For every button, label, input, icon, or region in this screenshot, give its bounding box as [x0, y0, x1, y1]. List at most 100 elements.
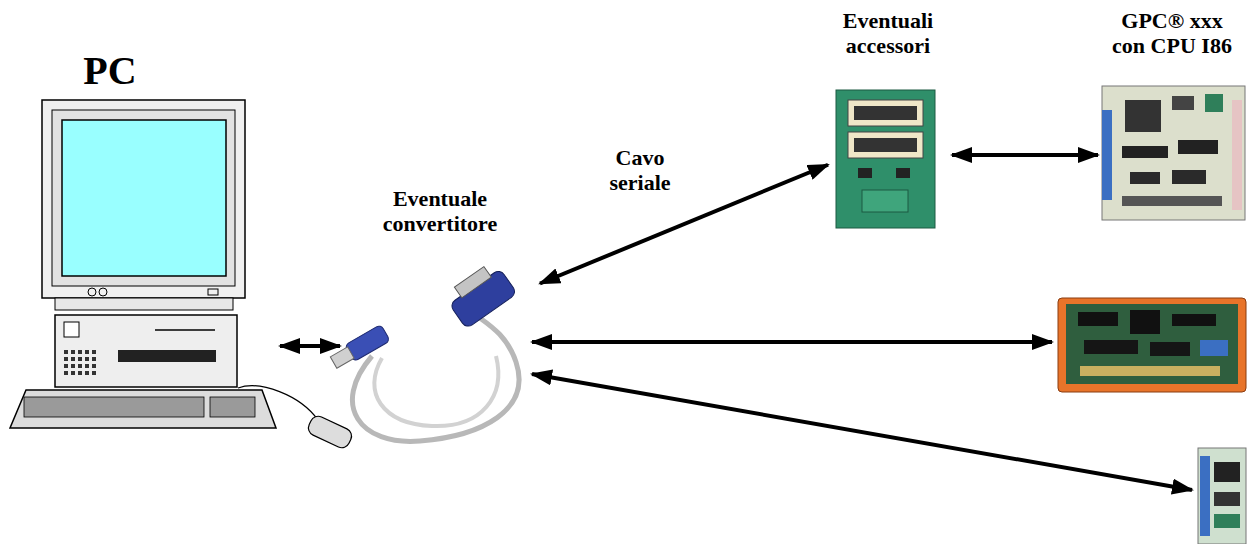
- gpc-board-small: [1198, 448, 1246, 544]
- gpc-board-part: [1122, 146, 1168, 158]
- pc-computer-part-part: [85, 364, 89, 368]
- pc-computer-part: [88, 288, 96, 296]
- pc-computer-part-part: [85, 371, 89, 375]
- serial-link-arrow: [532, 342, 1192, 490]
- gpc-board-part: [1125, 100, 1161, 132]
- pc-computer-part-part: [64, 371, 68, 375]
- pc-computer-part-part: [78, 364, 82, 368]
- gpc-board-alt-part: [1150, 342, 1190, 356]
- pc-computer-part-part: [78, 350, 82, 354]
- pc-computer-part: [55, 298, 233, 310]
- pc-node: PC: [8, 48, 280, 436]
- pc-computer-part-part: [92, 364, 96, 368]
- gpc-board-part: [1178, 140, 1218, 154]
- pc-computer-part-part: [71, 364, 75, 368]
- pc-computer-part: [42, 100, 245, 298]
- node-heading: PC: [70, 48, 150, 94]
- heading-text: GPC® xxx con CPU I86: [1104, 8, 1240, 59]
- accessory-board-part: [896, 168, 910, 178]
- gpc-board-alt-part: [1084, 340, 1138, 354]
- serial-link-arrow-part: [532, 374, 1192, 490]
- pc-computer-part-part: [92, 357, 96, 361]
- pc-computer: [10, 100, 354, 450]
- pc-computer-part-part: [71, 350, 75, 354]
- gpc-board-small-part: [1214, 462, 1240, 482]
- accessory-node: Eventuali accessori: [828, 6, 952, 232]
- pc-computer-part: [10, 390, 276, 428]
- gpc-board-alt-part: [1200, 340, 1228, 356]
- gpc-board-small-part: [1200, 456, 1210, 536]
- pc-computer-part: [99, 288, 107, 296]
- pc-computer-part: [306, 414, 354, 451]
- gpc-board-alt-part: [1172, 314, 1216, 326]
- gpc-board-part: [1122, 196, 1222, 206]
- serial-link-arrow-part: [532, 340, 1052, 344]
- link-label: Cavo seriale: [597, 144, 683, 197]
- gpc-board-part: [1205, 94, 1223, 112]
- pc-computer-part: [55, 315, 237, 387]
- usb-serial-converter-part: [374, 356, 498, 426]
- node-heading: GPC® xxx con CPU I86: [1104, 8, 1240, 59]
- heading-text: Eventuali accessori: [828, 8, 948, 59]
- usb-serial-converter-part: [443, 260, 517, 329]
- pc-computer-part-part: [306, 414, 354, 451]
- usb-serial-converter-part-part: [454, 267, 491, 298]
- pc-computer-part: [210, 397, 255, 417]
- serial-link-arrow: [540, 165, 828, 284]
- pc-computer-part-part: [78, 357, 82, 361]
- pc-computer-part: [208, 289, 218, 295]
- accessory-board: [836, 90, 935, 228]
- pc-computer-part-part: [92, 371, 96, 375]
- gpc-board-alt: [1058, 298, 1246, 392]
- accessory-board-part: [848, 132, 923, 158]
- pc-computer-part: [155, 329, 215, 331]
- gpc-board-small-part: [1214, 492, 1240, 506]
- pc-computer-part: [238, 386, 318, 420]
- accessory-board-part: [848, 100, 923, 126]
- gpc-board-alt-part: [1080, 366, 1220, 376]
- gpc-board-alt-part: [1066, 304, 1238, 384]
- pc-computer-part-part: [64, 357, 68, 361]
- gpc-board-part: [1102, 86, 1245, 220]
- node-heading: Eventuali accessori: [828, 8, 948, 59]
- converter-node: Eventuale convertitore: [340, 182, 540, 444]
- accessory-board-part: [858, 168, 872, 178]
- pc-computer-part: [118, 350, 216, 362]
- gpc-board-small-part: [1214, 514, 1240, 528]
- gpc-board-part: [1172, 96, 1194, 110]
- gpc-board: [1102, 86, 1245, 220]
- gpc-board-part: [1232, 100, 1242, 210]
- accessory-board-part: [854, 106, 917, 120]
- accessory-board-part: [854, 138, 917, 152]
- gpc-board-alt-part: [1078, 312, 1118, 326]
- pc-computer-part: [62, 120, 226, 276]
- pc-computer-part: [64, 350, 96, 375]
- gpc-board-part: [1130, 172, 1160, 184]
- pc-computer-part: [64, 322, 79, 337]
- pc-computer-part: [52, 110, 235, 286]
- pc-computer-part: [24, 397, 204, 417]
- accessory-board-part: [862, 190, 908, 212]
- gpc-node: GPC® xxx con CPU I86: [1098, 6, 1246, 222]
- pc-computer-part-part: [71, 357, 75, 361]
- gpc-board-part: [1102, 110, 1112, 200]
- pc-computer-part-part: [85, 357, 89, 361]
- gpc-board-small-part: [1198, 448, 1246, 544]
- serial-link-arrow: [952, 153, 1098, 157]
- accessory-board-part: [836, 90, 935, 228]
- pc-computer-part-part: [92, 350, 96, 354]
- pc-computer-part-part: [85, 350, 89, 354]
- gpc-board-alt-part: [1058, 298, 1246, 392]
- pc-computer-part-part: [71, 371, 75, 375]
- gpc-board-alt-part: [1130, 310, 1160, 334]
- heading-text: Eventuale convertitore: [365, 186, 515, 237]
- serial-link-arrow: [280, 344, 340, 348]
- pc-computer-part-part: [64, 364, 68, 368]
- node-heading: Eventuale convertitore: [365, 186, 515, 237]
- pc-computer-part-part: [78, 371, 82, 375]
- heading-text: PC: [70, 48, 150, 94]
